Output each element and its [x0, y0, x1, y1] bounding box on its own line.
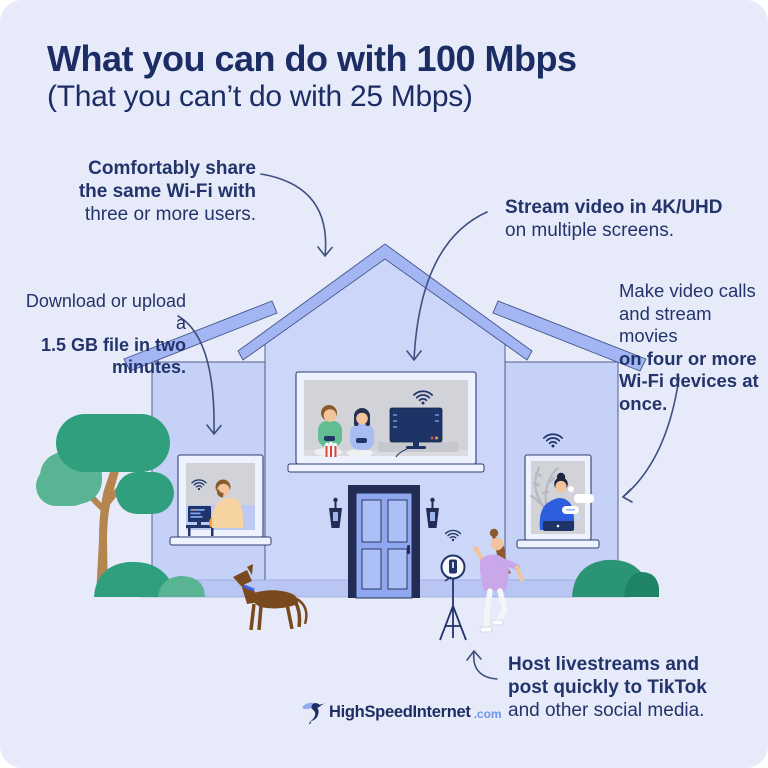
callout-line: 1.5 GB file in two	[40, 334, 186, 355]
left-wing-roof	[123, 300, 278, 372]
callout-livestream: Host livestreams and post quickly to Tik…	[508, 653, 738, 723]
door-knob	[407, 545, 410, 554]
bush-right	[572, 559, 659, 597]
living-room-window	[287, 371, 485, 473]
logo-brand: HighSpeedInternet	[329, 702, 471, 721]
right-wing-roof	[492, 300, 647, 372]
gable-roof	[237, 243, 533, 361]
callout-line: and stream movies	[619, 302, 712, 347]
video-call-woman	[539, 472, 575, 531]
callout-line: post quickly to TikTok	[508, 677, 707, 699]
callout-line: Stream video in 4K/UHD	[505, 197, 723, 218]
game-controller	[324, 436, 335, 441]
callout-line: Comfortably share	[88, 158, 256, 179]
arrow-download	[177, 315, 222, 435]
callout-line: and other social media.	[508, 700, 705, 722]
window-sill	[516, 539, 600, 549]
logo-tld: .com	[473, 707, 502, 721]
right-window	[516, 454, 600, 549]
callout-download: Download or upload a 1.5 GB file in two …	[16, 291, 186, 379]
arrow-livestream	[466, 650, 498, 680]
callout-video-calls: Make video calls and stream movies on fo…	[619, 280, 768, 415]
wall-lantern-right	[426, 497, 439, 528]
callout-line: minutes.	[111, 356, 186, 377]
callout-line: once.	[619, 392, 668, 414]
page-title: What you can do with 100 Mbps	[47, 38, 577, 79]
arrow-stream-4k	[406, 211, 488, 361]
dog-collar	[243, 584, 255, 592]
left-window	[169, 454, 272, 546]
bush-left	[94, 561, 205, 597]
brand-logo: HighSpeedInternet .com	[300, 698, 502, 726]
arrow-video-calls	[622, 377, 680, 503]
tv	[389, 407, 443, 458]
callout-line: Wi-Fi devices at	[619, 370, 759, 392]
callout-line: three or more users.	[84, 204, 256, 226]
callout-line: on multiple screens.	[505, 220, 674, 242]
purple-shirt	[479, 554, 509, 591]
wall-lantern-left	[329, 497, 342, 528]
callout-line: Download or upload a	[25, 291, 186, 333]
callout-stream-4k: Stream video in 4K/UHD on multiple scree…	[505, 196, 735, 242]
window-sill	[169, 536, 272, 546]
dancing-girl	[473, 528, 524, 633]
window-sill	[287, 463, 485, 473]
hummingbird-icon	[302, 702, 325, 725]
chat-bubbles	[562, 486, 594, 520]
callout-share-wifi: Comfortably share the same Wi-Fi with th…	[56, 157, 256, 227]
page-subtitle: (That you can’t do with 25 Mbps)	[47, 80, 473, 113]
callout-line: the same Wi-Fi with	[78, 181, 256, 203]
popcorn-bucket	[324, 441, 338, 457]
callout-line: Make video calls	[619, 280, 756, 301]
bearded-man	[209, 479, 244, 528]
phone-tripod	[439, 529, 467, 641]
game-controller	[356, 438, 367, 443]
arrow-share-wifi	[260, 173, 333, 257]
white-pants	[483, 588, 508, 630]
tree	[36, 414, 174, 596]
front-door	[348, 485, 420, 599]
callout-line: on four or more	[619, 347, 757, 369]
downloading-laptop	[186, 506, 217, 536]
dog	[233, 564, 308, 635]
woman-gamer	[347, 408, 374, 457]
callout-line: Host livestreams and	[508, 654, 700, 675]
tv-cable	[395, 448, 408, 458]
